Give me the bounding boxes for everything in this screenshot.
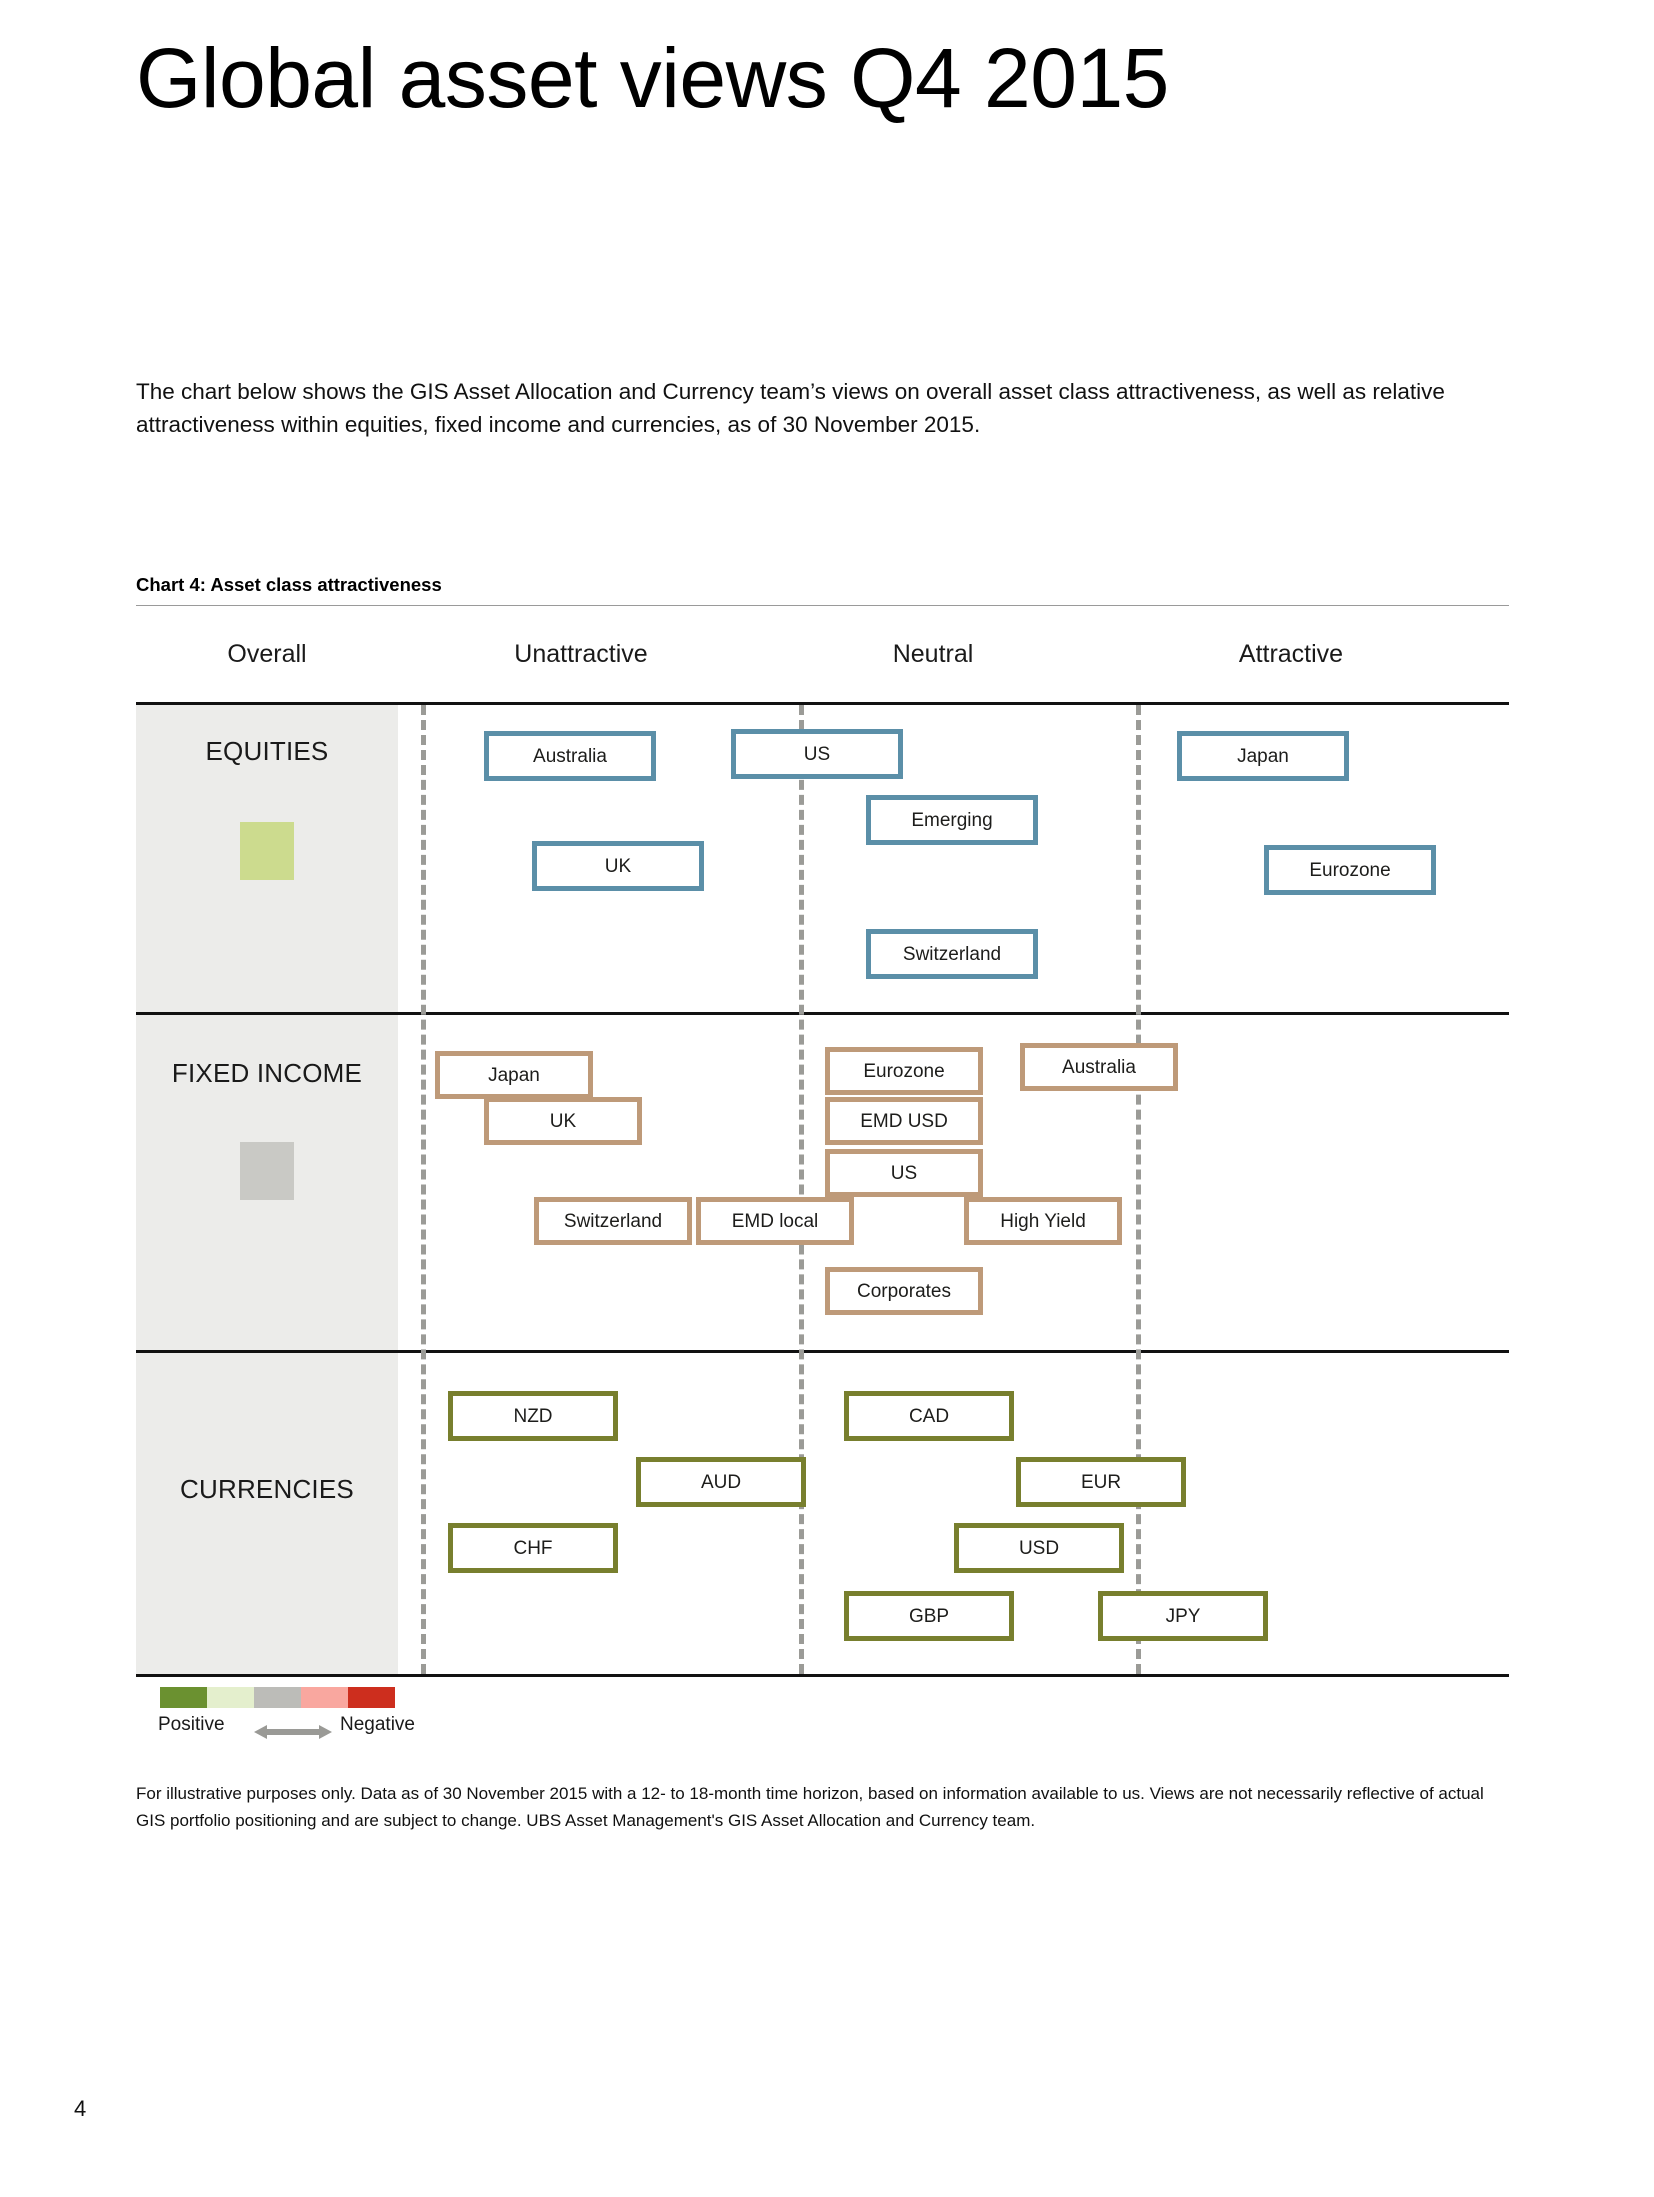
asset-box-japan[interactable]: Japan xyxy=(1177,731,1349,781)
asset-box-australia[interactable]: Australia xyxy=(1020,1043,1178,1091)
row-label-currencies: CURRENCIES xyxy=(180,1474,354,1504)
row-label-fixed-income: FIXED INCOME xyxy=(171,1058,363,1088)
asset-box-emd-local[interactable]: EMD local xyxy=(696,1197,854,1245)
asset-box-switzerland[interactable]: Switzerland xyxy=(534,1197,692,1245)
column-header-neutral: Neutral xyxy=(892,640,974,668)
overall-swatch-equities xyxy=(240,822,294,880)
page-title: Global asset views Q4 2015 xyxy=(136,31,1169,125)
asset-attractiveness-chart: EQUITIES FIXED INCOME CURRENCIES Austral… xyxy=(136,702,1509,1677)
asset-box-corporates[interactable]: Corporates xyxy=(825,1267,983,1315)
asset-box-usd[interactable]: USD xyxy=(954,1523,1124,1573)
asset-box-uk[interactable]: UK xyxy=(532,841,704,891)
asset-box-eurozone[interactable]: Eurozone xyxy=(825,1047,983,1095)
chart-rule-2 xyxy=(136,1350,1509,1353)
divider-neutral-attractive xyxy=(1136,705,1141,1674)
asset-box-emd-usd[interactable]: EMD USD xyxy=(825,1097,983,1145)
asset-box-uk[interactable]: UK xyxy=(484,1097,642,1145)
divider-unattractive-neutral xyxy=(799,705,804,1674)
asset-box-eurozone[interactable]: Eurozone xyxy=(1264,845,1436,895)
footnote: For illustrative purposes only. Data as … xyxy=(136,1784,1484,1830)
asset-box-nzd[interactable]: NZD xyxy=(448,1391,618,1441)
column-header-row: Overall Unattractive Neutral Attractive xyxy=(136,640,1509,698)
legend-chip-1 xyxy=(207,1687,254,1708)
legend-chip-2 xyxy=(254,1687,301,1708)
row-label-bg-currencies xyxy=(136,1353,398,1674)
asset-box-us[interactable]: US xyxy=(731,729,903,779)
row-label-equities: EQUITIES xyxy=(205,736,329,766)
legend-label-positive: Positive xyxy=(158,1714,225,1735)
legend-chip-3 xyxy=(301,1687,348,1708)
asset-box-chf[interactable]: CHF xyxy=(448,1523,618,1573)
chart-rule-top xyxy=(136,702,1509,705)
asset-box-high-yield[interactable]: High Yield xyxy=(964,1197,1122,1245)
legend-labels: Positive Negative xyxy=(158,1714,458,1744)
legend-chip-4 xyxy=(348,1687,395,1708)
divider-unattractive-start xyxy=(421,705,426,1674)
caption-divider xyxy=(136,605,1509,606)
double-arrow-icon xyxy=(254,1725,332,1739)
legend-chip-0 xyxy=(160,1687,207,1708)
overall-swatch-fixed-income xyxy=(240,1142,294,1200)
asset-box-australia[interactable]: Australia xyxy=(484,731,656,781)
chart-rule-bottom xyxy=(136,1674,1509,1677)
asset-box-gbp[interactable]: GBP xyxy=(844,1591,1014,1641)
column-header-overall: Overall xyxy=(227,640,307,668)
chart-caption: Chart 4: Asset class attractiveness xyxy=(136,574,442,595)
legend-color-bar xyxy=(160,1687,395,1708)
chart-rule-1 xyxy=(136,1012,1509,1015)
asset-box-aud[interactable]: AUD xyxy=(636,1457,806,1507)
asset-box-us[interactable]: US xyxy=(825,1149,983,1197)
intro-paragraph: The chart below shows the GIS Asset Allo… xyxy=(136,379,1445,437)
asset-box-emerging[interactable]: Emerging xyxy=(866,795,1038,845)
column-header-unattractive: Unattractive xyxy=(514,640,648,668)
legend-label-negative: Negative xyxy=(340,1714,415,1735)
column-header-attractive: Attractive xyxy=(1238,640,1344,668)
asset-box-cad[interactable]: CAD xyxy=(844,1391,1014,1441)
page-number: 4 xyxy=(74,2096,87,2121)
asset-box-jpy[interactable]: JPY xyxy=(1098,1591,1268,1641)
asset-box-eur[interactable]: EUR xyxy=(1016,1457,1186,1507)
asset-box-switzerland[interactable]: Switzerland xyxy=(866,929,1038,979)
asset-box-japan[interactable]: Japan xyxy=(435,1051,593,1099)
